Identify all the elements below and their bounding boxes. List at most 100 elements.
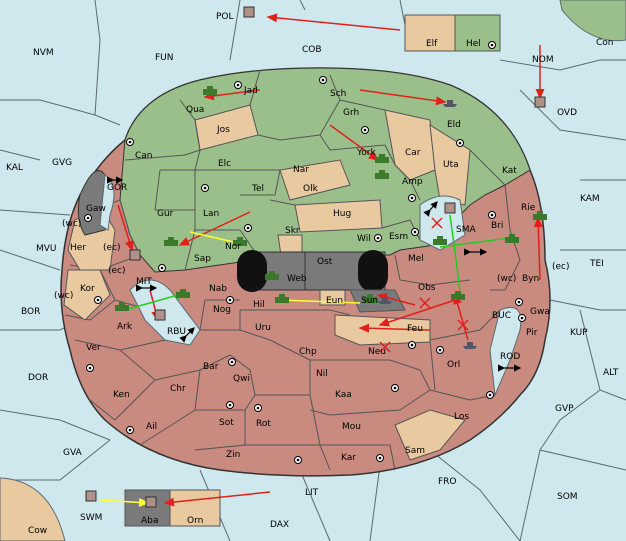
label-her: Her xyxy=(70,243,86,253)
label-gaw: Gaw xyxy=(86,204,106,214)
label-gor: GOR xyxy=(107,183,127,193)
label-nar: Nar xyxy=(293,165,309,175)
label-ost: Ost xyxy=(317,257,333,267)
army-icon xyxy=(505,234,519,243)
label-chp: Chp xyxy=(299,347,317,357)
label-swm: SWM xyxy=(80,513,102,523)
label-lit: LIT xyxy=(305,488,319,498)
label-los: Los xyxy=(454,412,469,422)
label-hil: Hil xyxy=(253,300,265,310)
label-aba: Aba xyxy=(141,516,158,526)
label-ec2: (ec) xyxy=(552,262,570,272)
label-olk: Olk xyxy=(303,184,319,194)
label-nab: Nab xyxy=(209,284,227,294)
label-york: York xyxy=(356,148,377,158)
label-kup: KUP xyxy=(570,328,588,338)
label-nil: Nil xyxy=(316,369,328,379)
green-borders xyxy=(124,69,506,271)
label-car: Car xyxy=(405,148,421,158)
label-kal: KAL xyxy=(6,163,23,173)
label-rbu: RBU xyxy=(167,327,186,337)
label-fro: FRO xyxy=(438,477,457,487)
label-mvu: MVU xyxy=(36,244,57,254)
label-kaa: Kaa xyxy=(335,390,352,400)
province-elf[interactable] xyxy=(404,14,456,52)
label-tei: TEI xyxy=(589,259,604,269)
label-bor: BOR xyxy=(21,307,40,317)
label-ec1: (ec) xyxy=(103,243,121,253)
army-icon xyxy=(176,289,190,298)
label-web: Web xyxy=(287,274,307,284)
fleet-icon xyxy=(443,100,457,107)
label-sam: Sam xyxy=(405,446,425,456)
failed-marks xyxy=(379,217,469,353)
move-orders xyxy=(117,13,545,507)
label-kar: Kar xyxy=(341,453,356,463)
label-sch: Sch xyxy=(330,89,346,99)
label-rot: Rot xyxy=(256,419,271,429)
label-zin: Zin xyxy=(226,450,240,460)
label-wc3: (wc) xyxy=(54,291,73,301)
label-fun: FUN xyxy=(155,53,174,63)
army-icon xyxy=(275,294,289,303)
label-dax: DAX xyxy=(270,520,289,530)
province-labels: POL NVM FUN COB Elf Hel Con NOM OVD Jad … xyxy=(6,12,619,536)
label-gvg: GVG xyxy=(52,158,72,168)
label-pol: POL xyxy=(216,12,234,22)
province-orn[interactable] xyxy=(169,489,221,527)
label-sot: Sot xyxy=(219,418,234,428)
province-feu[interactable] xyxy=(334,314,431,346)
label-buc: BUC xyxy=(492,311,511,321)
label-gvp: GVP xyxy=(555,404,574,414)
label-nom: NOM xyxy=(532,55,554,65)
label-byn: Byn xyxy=(522,274,539,284)
label-sma: SMA xyxy=(456,225,476,235)
army-icon xyxy=(115,302,129,311)
label-kor: Kor xyxy=(80,284,95,294)
army-icon xyxy=(363,294,377,303)
label-bar: Bar xyxy=(203,362,219,372)
army-icon xyxy=(233,237,247,246)
army-icon xyxy=(265,271,279,280)
province-car[interactable] xyxy=(384,109,436,181)
coast-arrows xyxy=(107,176,522,372)
label-gur: Gur xyxy=(157,209,174,219)
army-icon xyxy=(533,211,547,220)
fleet-icon xyxy=(463,342,477,349)
label-chr: Chr xyxy=(170,384,186,394)
label-rie: Rie xyxy=(521,203,536,213)
pill-east xyxy=(358,250,388,292)
label-skr: Skr xyxy=(285,226,300,236)
label-feu: Feu xyxy=(407,324,423,334)
army-icon xyxy=(203,86,217,95)
flags xyxy=(85,6,546,508)
label-ver: Ver xyxy=(86,343,101,353)
label-obs: Obs xyxy=(418,283,436,293)
army-icon xyxy=(433,236,447,245)
province-sam[interactable] xyxy=(394,409,466,461)
label-mel: Mel xyxy=(408,254,424,264)
label-amp: Amp xyxy=(402,177,423,187)
label-ark: Ark xyxy=(117,322,133,332)
province-kor[interactable] xyxy=(63,269,111,321)
army-icon xyxy=(375,154,389,163)
label-gwa: Gwa xyxy=(530,307,550,317)
convoy-orders xyxy=(124,214,511,311)
label-ovd: OVD xyxy=(557,108,577,118)
label-qua: Qua xyxy=(186,105,204,115)
province-olk[interactable] xyxy=(279,159,351,201)
label-esm: Esm xyxy=(389,232,408,242)
label-can: Can xyxy=(135,151,153,161)
label-kat: Kat xyxy=(502,166,517,176)
label-wc1: (wc) xyxy=(62,219,81,229)
supply-centers xyxy=(84,41,526,464)
label-nog: Nog xyxy=(213,305,231,315)
label-ken: Ken xyxy=(113,390,130,400)
label-orl: Orl xyxy=(447,360,460,370)
label-mou: Mou xyxy=(342,422,361,432)
fleet-icon xyxy=(378,297,392,304)
province-aba[interactable] xyxy=(124,489,171,527)
label-hug: Hug xyxy=(333,209,351,219)
